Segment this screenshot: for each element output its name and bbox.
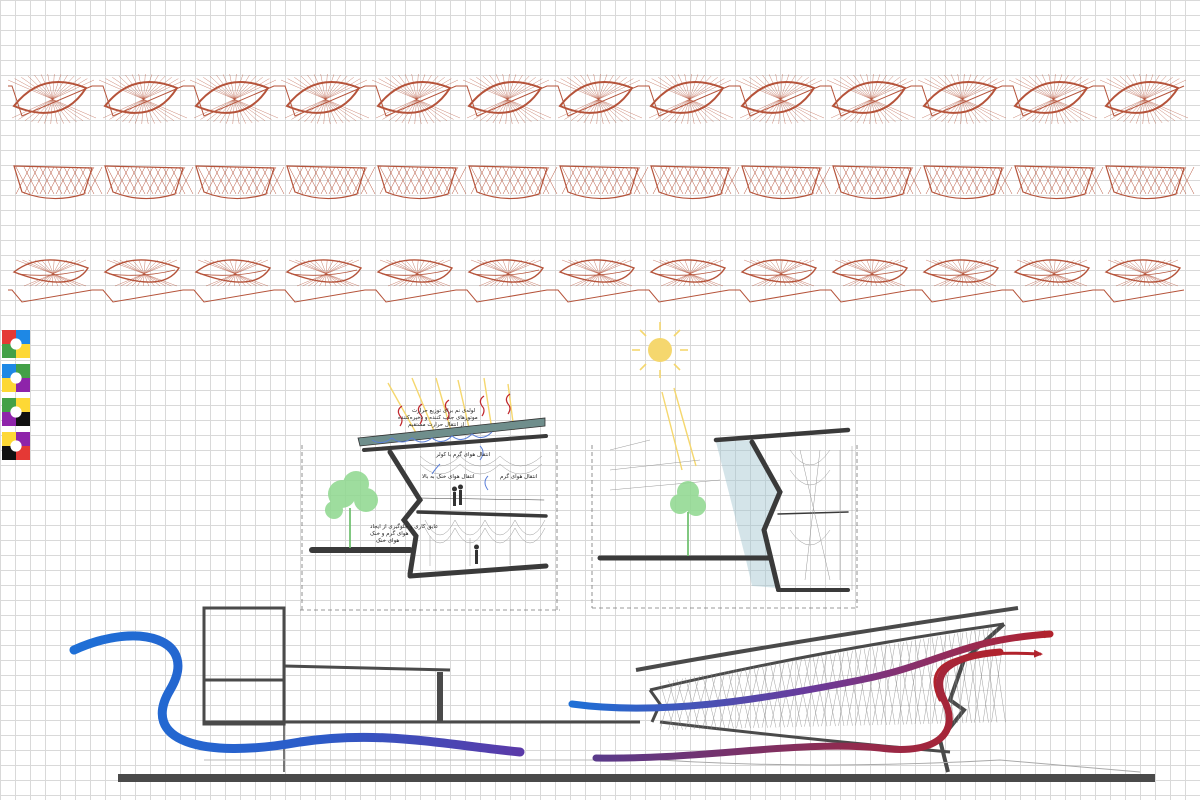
heat-waves-left bbox=[397, 393, 511, 427]
annotation-2: موتورهای جذب کننده و ذخیره‌کننده bbox=[398, 414, 478, 421]
annotation-8: هوای گرم و خنک bbox=[370, 530, 409, 537]
airflow-main-upper bbox=[568, 630, 1054, 712]
expo-logo bbox=[2, 330, 30, 460]
pattern-unit bbox=[650, 165, 740, 200]
annotation-1: لوله‌ی نم برای توزیع حرارت bbox=[412, 408, 476, 414]
annotation-5: انتقال هوای گرم bbox=[500, 473, 538, 480]
section-interior-lines-right bbox=[609, 439, 853, 590]
logo-letter-e bbox=[2, 432, 30, 460]
pattern-unit bbox=[923, 165, 1013, 200]
pattern-unit bbox=[553, 73, 643, 125]
annotation-9: هوای خنک bbox=[376, 537, 399, 544]
section-structure-right bbox=[597, 427, 851, 592]
annotation-6: انتقال هوای خنک به بالا bbox=[422, 473, 475, 480]
main-building-section bbox=[69, 606, 1155, 782]
section-detail-right bbox=[591, 322, 858, 609]
logo-letter-p bbox=[2, 364, 30, 392]
pattern-unit bbox=[377, 165, 467, 200]
pattern-unit bbox=[1014, 165, 1104, 200]
section-interior-lines-left bbox=[419, 455, 546, 566]
pattern-unit bbox=[103, 259, 181, 287]
pattern-unit bbox=[371, 73, 461, 125]
pattern-unit bbox=[831, 259, 909, 287]
annotation-7: عایق کاری و جلوگیری از ایجاد bbox=[370, 523, 438, 530]
section-structure-left bbox=[309, 434, 549, 579]
canopy-mesh bbox=[659, 625, 1006, 731]
sun-rays-right bbox=[661, 387, 697, 471]
logo-letter-x bbox=[2, 398, 30, 426]
pattern-unit bbox=[194, 259, 272, 287]
pattern-unit bbox=[741, 165, 831, 200]
annotation-3: از انتقال حرارت مستقیم bbox=[408, 422, 464, 428]
pattern-row-perspective-view bbox=[8, 259, 1185, 303]
glass-facade bbox=[716, 440, 780, 588]
pattern-unit bbox=[7, 73, 97, 125]
left-building bbox=[202, 606, 640, 772]
pattern-unit bbox=[376, 259, 454, 287]
pattern-row-side-view bbox=[13, 165, 1195, 200]
annotation-4: انتقال هوای گرم با کولر bbox=[435, 451, 491, 458]
pattern-unit bbox=[98, 73, 188, 125]
airflow-streams bbox=[69, 630, 1054, 762]
pattern-unit bbox=[832, 165, 922, 200]
pattern-unit bbox=[558, 259, 636, 287]
pattern-unit bbox=[467, 259, 545, 287]
pattern-unit bbox=[468, 165, 558, 200]
airflow-main-lower bbox=[592, 648, 1004, 762]
pattern-unit bbox=[12, 259, 90, 287]
pattern-unit bbox=[1105, 165, 1195, 200]
pattern-unit bbox=[286, 165, 376, 200]
pattern-unit bbox=[280, 73, 370, 125]
pattern-unit bbox=[644, 73, 734, 125]
pattern-unit bbox=[189, 73, 279, 125]
pattern-unit bbox=[13, 165, 103, 200]
pattern-unit bbox=[1008, 73, 1098, 125]
pattern-unit bbox=[104, 165, 194, 200]
pattern-unit bbox=[1104, 259, 1182, 287]
pattern-unit bbox=[735, 73, 825, 125]
airflow-arrows-left bbox=[431, 445, 489, 491]
tree-right bbox=[670, 481, 706, 556]
pattern-unit bbox=[917, 73, 1007, 125]
logo-letter-o bbox=[2, 330, 30, 358]
pattern-unit bbox=[195, 165, 285, 200]
pattern-unit bbox=[922, 259, 1000, 287]
annotations-left: لوله‌ی نم برای توزیع حرارت موتورهای جذب … bbox=[370, 408, 538, 544]
pattern-row-top-view bbox=[7, 73, 1189, 125]
airflow-cool-left bbox=[69, 631, 525, 757]
pattern-unit bbox=[1099, 73, 1189, 125]
pattern-unit bbox=[740, 259, 818, 287]
people-figures-left bbox=[452, 484, 479, 564]
pattern-unit bbox=[462, 73, 552, 125]
pattern-unit bbox=[826, 73, 916, 125]
pv-roof-panel bbox=[357, 417, 546, 447]
pattern-unit bbox=[649, 259, 727, 287]
section-detail-left: لوله‌ی نم برای توزیع حرارت موتورهای جذب … bbox=[300, 377, 560, 611]
tree-left bbox=[325, 471, 378, 548]
pattern-unit bbox=[1013, 259, 1091, 287]
pattern-unit bbox=[285, 259, 363, 287]
sun-icon bbox=[632, 322, 688, 378]
pattern-unit bbox=[559, 165, 649, 200]
